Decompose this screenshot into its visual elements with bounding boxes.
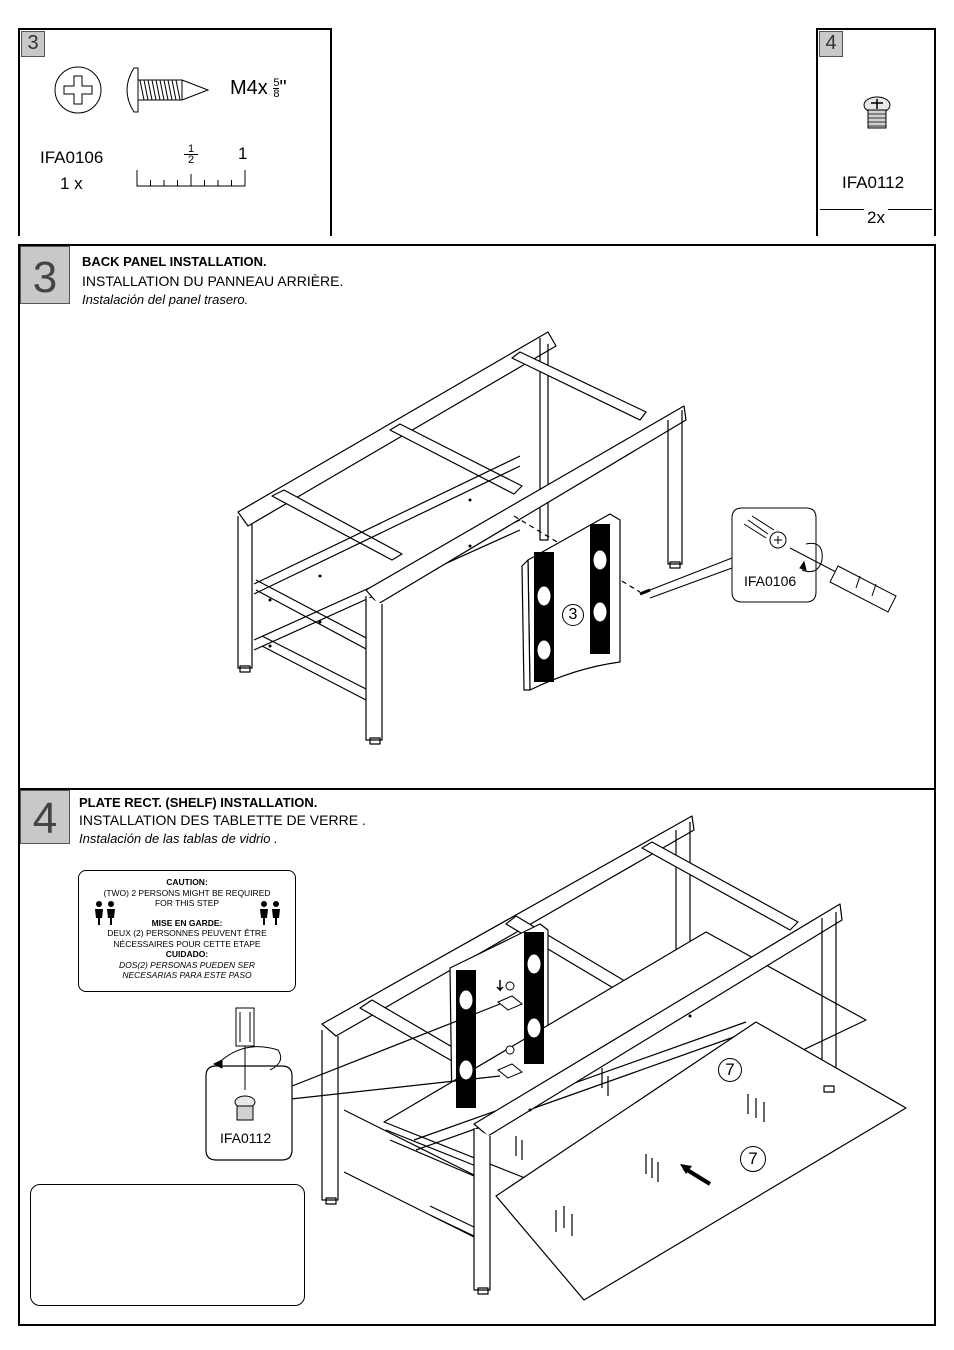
step3-part-label: 3: [562, 604, 584, 626]
step4-title-fr: INSTALLATION DES TABLETTE DE VERRE .: [79, 812, 366, 828]
screw-code: IFA0106: [40, 148, 104, 167]
step3-title-fr: INSTALLATION DU PANNEAU ARRIÈRE.: [82, 273, 344, 289]
step4-title-es: Instalación de las tablas de vidrio .: [79, 831, 278, 846]
caution-en-1: (TWO) 2 PERSONS MIGHT BE REQUIRED: [103, 887, 271, 898]
blank-note-box: [30, 1184, 305, 1306]
step4-part-label-lower: 7: [740, 1146, 766, 1172]
caution-heading-es: CUIDADO:: [165, 949, 209, 959]
screw-qty: 1 x: [60, 174, 83, 193]
scale-one-label: 1: [238, 144, 248, 163]
hardware-tab-3: 3: [21, 31, 45, 57]
hardware-box-screw: [18, 28, 332, 236]
screw-size: M4x 5 8 ": [230, 77, 287, 101]
two-persons-icon-right: [260, 901, 280, 925]
two-persons-icon-left: [95, 901, 115, 925]
caution-es-2: NECESARIAS PARA ESTE PASO: [122, 970, 252, 980]
caution-heading-fr: MISE EN GARDE:: [151, 917, 223, 928]
step3-number: 3: [20, 246, 70, 304]
cam-code: IFA0112: [842, 173, 905, 192]
hardware-tab-4: 4: [819, 31, 843, 57]
caution-es-1: DOS(2) PERSONAS PUEDEN SER: [118, 959, 256, 970]
cam-bolt-icon: [863, 96, 891, 129]
ruler-scale: [136, 170, 246, 187]
caution-box: CAUTION: (TWO) 2 PERSONS MIGHT BE REQUIR…: [78, 870, 296, 992]
step4-callout-code: IFA0112: [220, 1130, 272, 1146]
cam-qty: 2x: [864, 208, 888, 228]
step4-title-en: PLATE RECT. (SHELF) INSTALLATION.: [79, 795, 318, 810]
step4-panel: [18, 788, 936, 1326]
step3-frame-illustration: [237, 331, 897, 745]
caution-fr-1: DEUX (2) PERSONNES PEUVENT ÊTRE: [107, 928, 267, 938]
phillips-head-icon: [54, 66, 102, 114]
caution-en-2: FOR THIS STEP: [154, 898, 220, 908]
caution-heading-en: CAUTION:: [166, 877, 208, 887]
step3-title-en: BACK PANEL INSTALLATION.: [82, 254, 267, 269]
step4-part-label-upper: 7: [718, 1058, 742, 1082]
hardware-box-cam: [816, 28, 936, 236]
caution-fr-2: NÉCESSAIRES POUR CETTE ETAPE: [113, 938, 261, 949]
screw-profile-icon: [126, 67, 210, 113]
step3-callout-code: IFA0106: [744, 573, 797, 589]
step4-number: 4: [20, 790, 70, 844]
scale-half-label: 1 2: [184, 144, 198, 166]
step3-title-es: Instalación del panel trasero.: [82, 292, 249, 307]
